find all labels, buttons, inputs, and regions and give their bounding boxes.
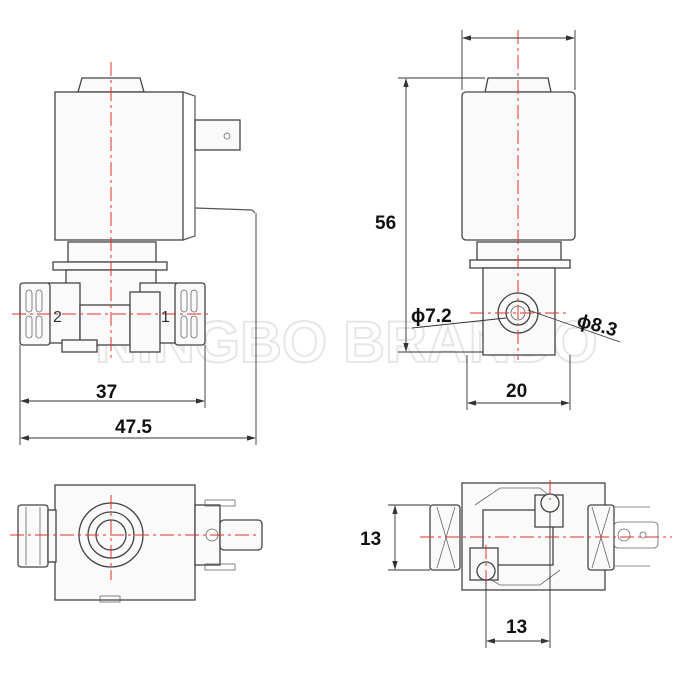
dim-13-horizontal: 13 (506, 617, 527, 638)
port-label-2: 2 (53, 309, 62, 326)
coil-housing (54, 91, 184, 241)
armature-tube-base (67, 241, 157, 263)
spade-terminal (194, 119, 241, 151)
front-view: 2 1 37 47.5 (12, 62, 257, 445)
dim-56: 56 (375, 213, 396, 234)
port-label-1: 1 (161, 309, 170, 326)
bottom-view: 13 13 (360, 480, 672, 648)
side-view: 56 ϕ7.2 ϕ8.3 20 (375, 30, 621, 410)
dim-dia-7-2: ϕ7.2 (411, 306, 452, 327)
dim-20: 20 (506, 381, 527, 402)
flange (52, 261, 168, 271)
dim-47-5: 47.5 (115, 417, 152, 438)
dim-37: 37 (96, 382, 117, 403)
top-view (10, 484, 263, 603)
dim-13-vertical: 13 (360, 529, 381, 550)
